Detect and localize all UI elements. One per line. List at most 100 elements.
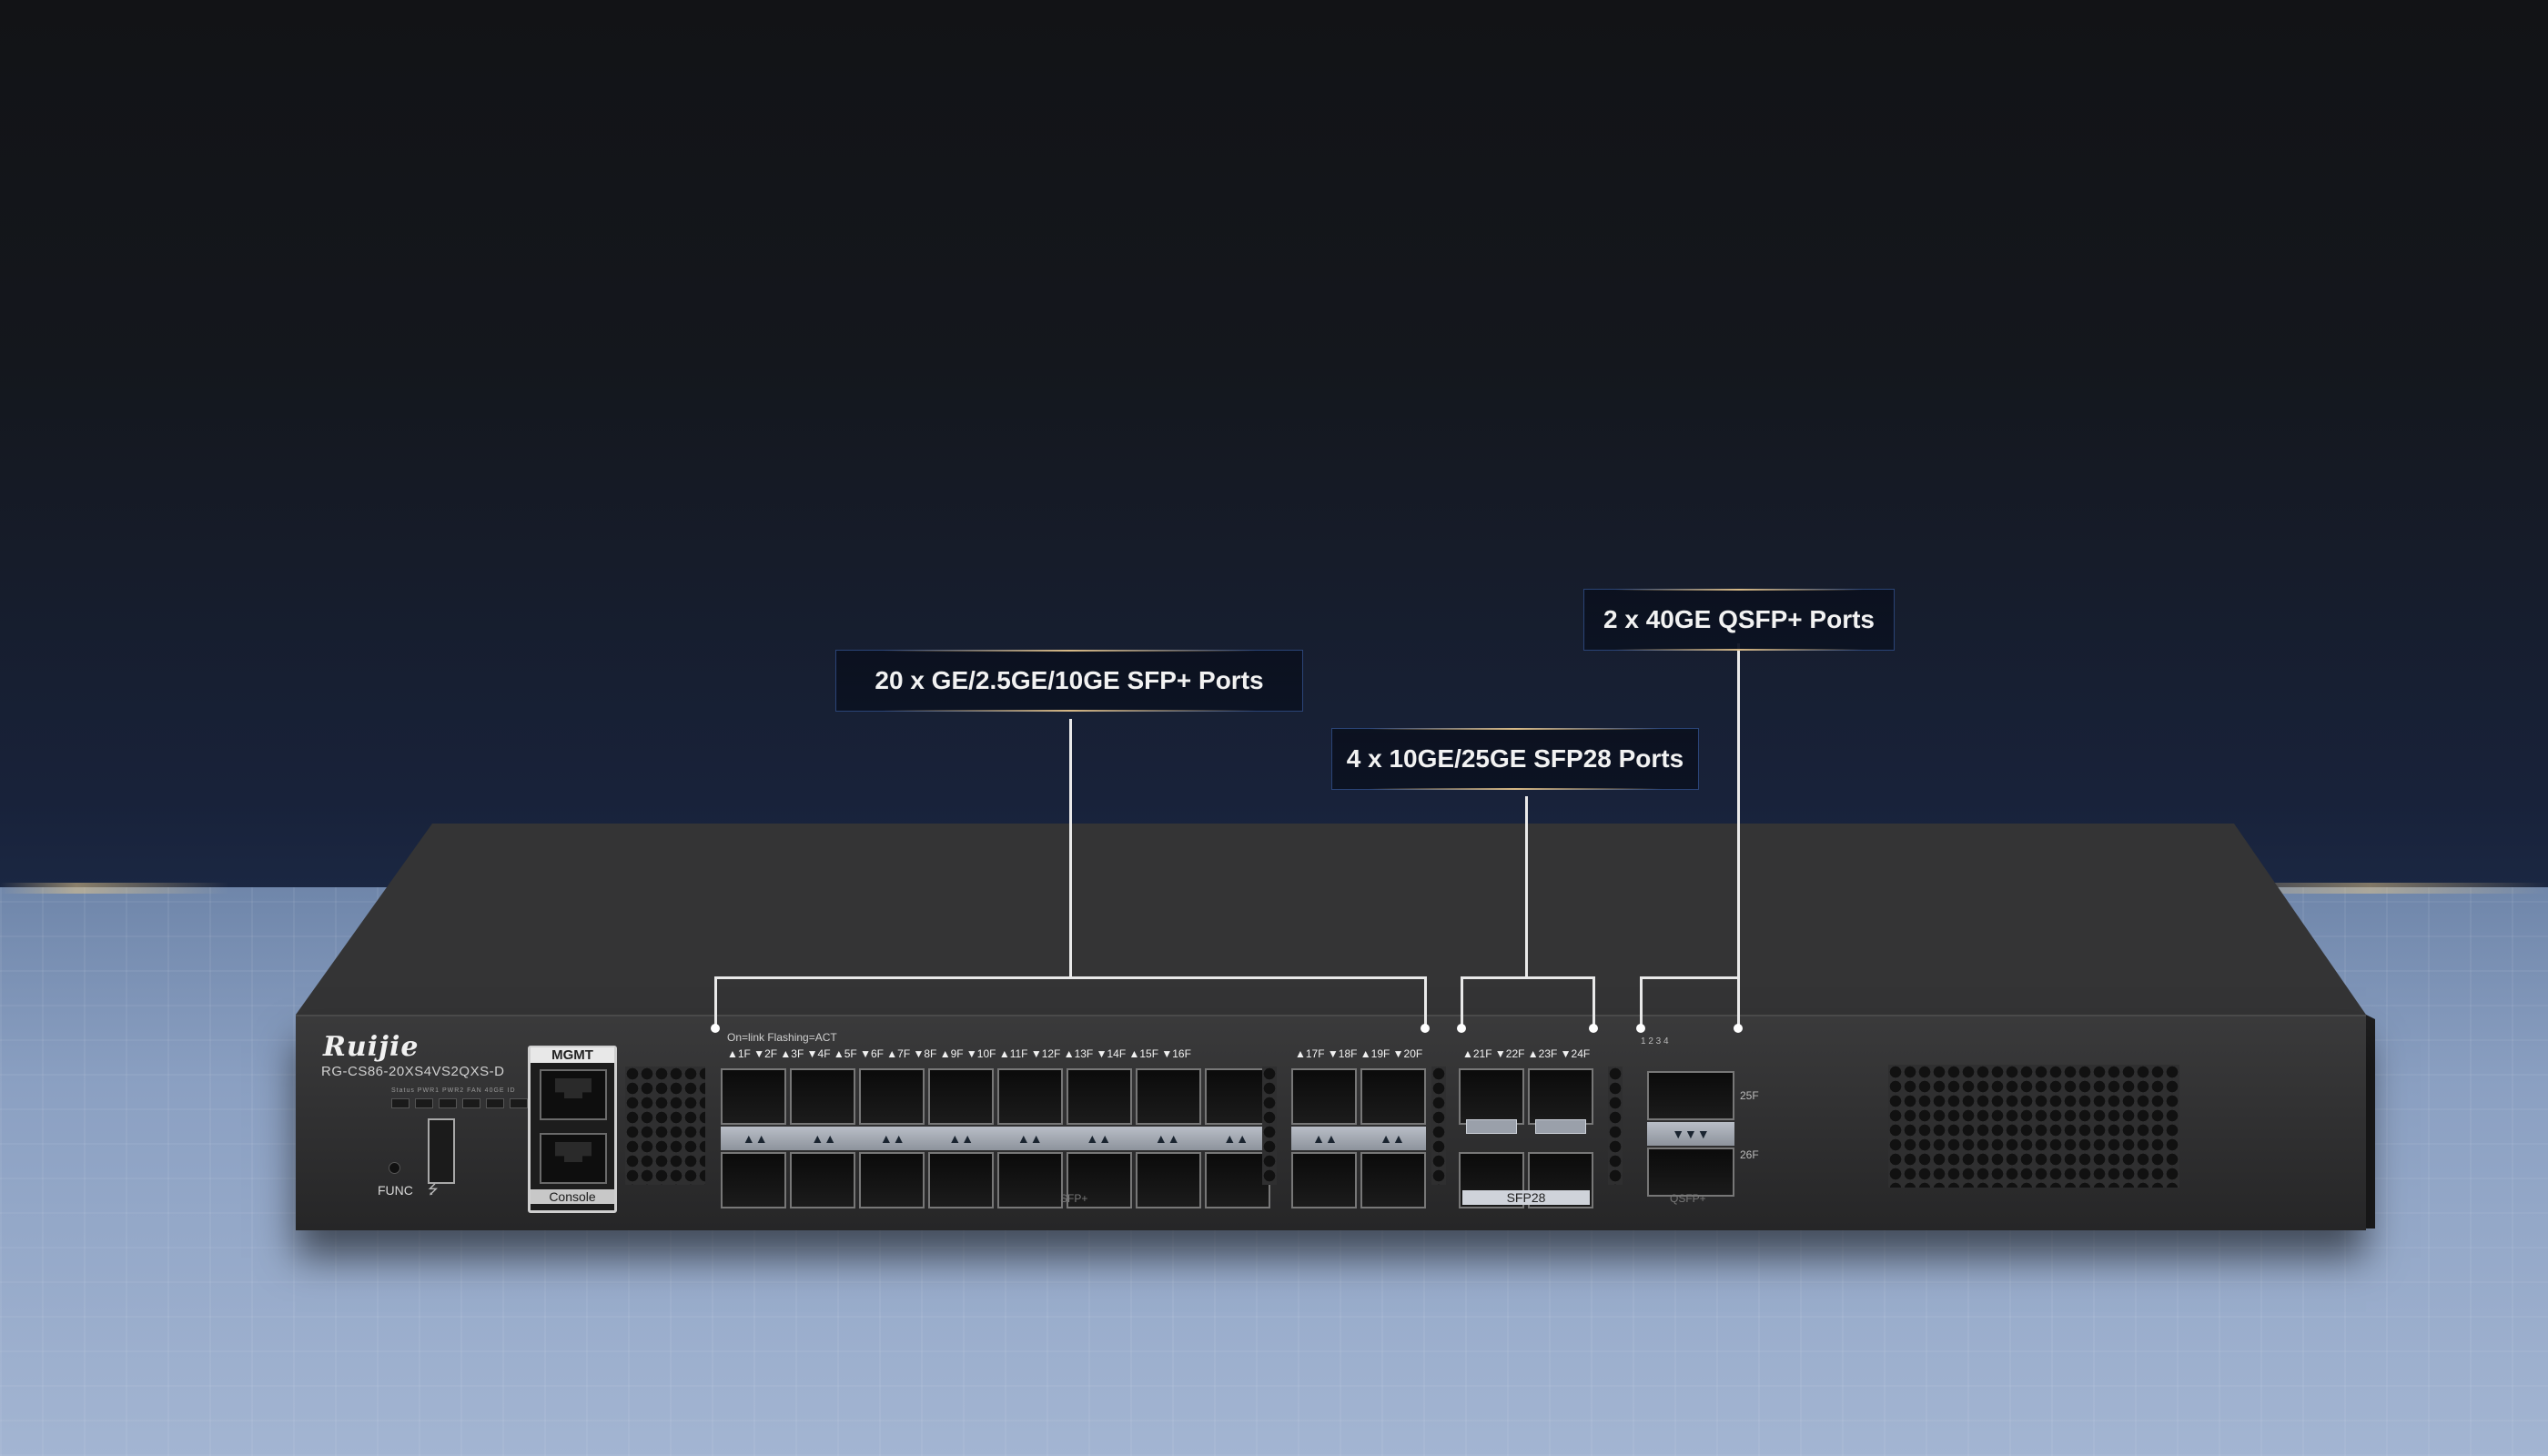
sfp-led-arrow-icon: ▲▲: [742, 1131, 768, 1146]
sfp-led-arrow-icon: ▲▲: [1086, 1131, 1112, 1146]
callout-bracket-sfp28: [1461, 976, 1595, 979]
sfp-port[interactable]: [1136, 1068, 1201, 1125]
callout-dot: [711, 1024, 720, 1033]
sfp-plus-group-label: SFP+: [1060, 1192, 1088, 1205]
sfp-led-strip: ▲▲ ▲▲ ▲▲ ▲▲ ▲▲ ▲▲ ▲▲ ▲▲: [721, 1127, 1270, 1150]
callout-dot: [1589, 1024, 1598, 1033]
mgmt-rj45-port[interactable]: [540, 1069, 607, 1120]
sfp-plus-ports-bottom: [721, 1152, 1270, 1208]
sfp-port[interactable]: [790, 1068, 855, 1125]
qsfp-group: ▼▼▼: [1647, 1071, 1734, 1197]
led-legend: On=link Flashing=ACT: [727, 1031, 837, 1044]
sfp28-port[interactable]: [1528, 1068, 1593, 1134]
sfp-port[interactable]: [1360, 1152, 1426, 1208]
model-number: RG-CS86-20XS4VS2QXS-D: [321, 1064, 505, 1079]
callout-dot: [1457, 1024, 1466, 1033]
sfp-led-arrow-icon: ▲▲: [1380, 1131, 1405, 1146]
sfp-port[interactable]: [1067, 1068, 1132, 1125]
callout-tick: [1424, 976, 1427, 1026]
sfp-port[interactable]: [1205, 1068, 1270, 1125]
qsfp-port[interactable]: [1647, 1148, 1734, 1197]
sfp-port[interactable]: [790, 1152, 855, 1208]
sfp-plus-ports-top: [1291, 1068, 1426, 1125]
sfp28-port[interactable]: [1459, 1068, 1524, 1134]
sfp-port[interactable]: [928, 1152, 994, 1208]
sfp28-group: [1459, 1068, 1593, 1208]
qsfp-side-label: 25F: [1740, 1089, 1759, 1102]
callout-tick: [1640, 976, 1643, 1026]
status-led: [415, 1098, 433, 1108]
sfp-port[interactable]: [721, 1068, 786, 1125]
sfp-port[interactable]: [1291, 1068, 1357, 1125]
sfp-plus-ports-top: [721, 1068, 1270, 1125]
switch-top-panel: [296, 824, 2366, 1015]
sfp28-group-label: SFP28: [1462, 1190, 1590, 1205]
sfp-led-arrow-icon: ▲▲: [811, 1131, 837, 1146]
qsfp-port[interactable]: [1647, 1071, 1734, 1120]
callout-dot: [1636, 1024, 1645, 1033]
switch-side-right: [2366, 1015, 2375, 1228]
sfp-led-arrow-icon: ▲▲: [879, 1131, 905, 1146]
callout-sfp-plus-ports: 20 x GE/2.5GE/10GE SFP+ Ports: [835, 650, 1303, 712]
status-led: [462, 1098, 480, 1108]
sfp-port[interactable]: [1067, 1152, 1132, 1208]
callout-tick: [714, 976, 717, 1026]
sfp-port[interactable]: [997, 1068, 1063, 1125]
qsfp-group-label: QSFP+: [1670, 1192, 1706, 1205]
sfp-port[interactable]: [1205, 1152, 1270, 1208]
sfp-led-arrow-icon: ▲▲: [948, 1131, 975, 1146]
callout-tick: [1592, 976, 1595, 1026]
sfp-led-arrow-icon: ▲▲: [1154, 1131, 1180, 1146]
sfp-led-strip: ▲▲ ▲▲: [1291, 1127, 1426, 1150]
callout-dot: [1421, 1024, 1430, 1033]
sfp28-port-labels: ▲21F ▼22F ▲23F ▼24F: [1462, 1047, 1591, 1060]
sfp-port[interactable]: [1291, 1152, 1357, 1208]
sfp-plus-group-2: ▲▲ ▲▲: [1291, 1068, 1426, 1208]
qsfp-side-label: 26F: [1740, 1148, 1759, 1161]
sfp-port[interactable]: [928, 1068, 994, 1125]
callout-bracket-qsfp: [1640, 976, 1740, 979]
sfp-port[interactable]: [1360, 1068, 1426, 1125]
qsfp-port-labels: 1 2 3 4: [1641, 1036, 1669, 1046]
vent-right: [1888, 1065, 2179, 1188]
vent-divider: [1262, 1067, 1277, 1185]
sfp-led-arrow-icon: ▲▲: [1223, 1131, 1249, 1146]
usb-icon: ⭍: [428, 1182, 439, 1197]
callout-qsfp-ports: 2 x 40GE QSFP+ Ports: [1583, 589, 1895, 651]
sfp28-ports-top: [1459, 1068, 1593, 1134]
mgmt-label: MGMT: [531, 1047, 614, 1063]
vent-divider: [1431, 1067, 1446, 1185]
sfp-port-labels-b: ▲17F ▼18F ▲19F ▼20F: [1295, 1047, 1423, 1060]
vent-left: [625, 1067, 705, 1185]
status-led-labels: Status PWR1 PWR2 FAN 40GE ID: [391, 1087, 516, 1094]
vent-divider: [1608, 1067, 1623, 1185]
sfp-port[interactable]: [1136, 1152, 1201, 1208]
sfp-port[interactable]: [721, 1152, 786, 1208]
sfp-port-labels-a: ▲1F ▼2F ▲3F ▼4F ▲5F ▼6F ▲7F ▼8F ▲9F ▼10F…: [727, 1047, 1191, 1060]
status-led: [439, 1098, 457, 1108]
sfp-plus-ports-bottom: [1291, 1152, 1426, 1208]
func-button[interactable]: [389, 1162, 400, 1174]
callout-leader-sfp-plus: [1069, 719, 1072, 978]
console-label: Console: [531, 1189, 614, 1204]
qsfp-led-arrow-icon: ▼▼▼: [1672, 1127, 1710, 1141]
sfp-led-arrow-icon: ▲▲: [1016, 1131, 1043, 1146]
callout-dot: [1734, 1024, 1743, 1033]
callout-leader-qsfp: [1737, 643, 1740, 1026]
status-leds: [391, 1098, 528, 1108]
status-led: [486, 1098, 504, 1108]
sfp-port[interactable]: [997, 1152, 1063, 1208]
callout-leader-sfp28: [1525, 796, 1528, 978]
callout-tick: [1461, 976, 1463, 1026]
sfp-plus-group-1: ▲▲ ▲▲ ▲▲ ▲▲ ▲▲ ▲▲ ▲▲ ▲▲: [721, 1068, 1270, 1208]
sfp-port[interactable]: [859, 1068, 925, 1125]
callout-sfp28-ports: 4 x 10GE/25GE SFP28 Ports: [1331, 728, 1699, 790]
sfp-led-arrow-icon: ▲▲: [1312, 1131, 1338, 1146]
switch-front-panel: Ruijie RG-CS86-20XS4VS2QXS-D Status PWR1…: [296, 1015, 2366, 1230]
status-led: [510, 1098, 528, 1108]
usb-port[interactable]: [428, 1118, 455, 1184]
console-rj45-port[interactable]: [540, 1133, 607, 1184]
sfp-port[interactable]: [859, 1152, 925, 1208]
